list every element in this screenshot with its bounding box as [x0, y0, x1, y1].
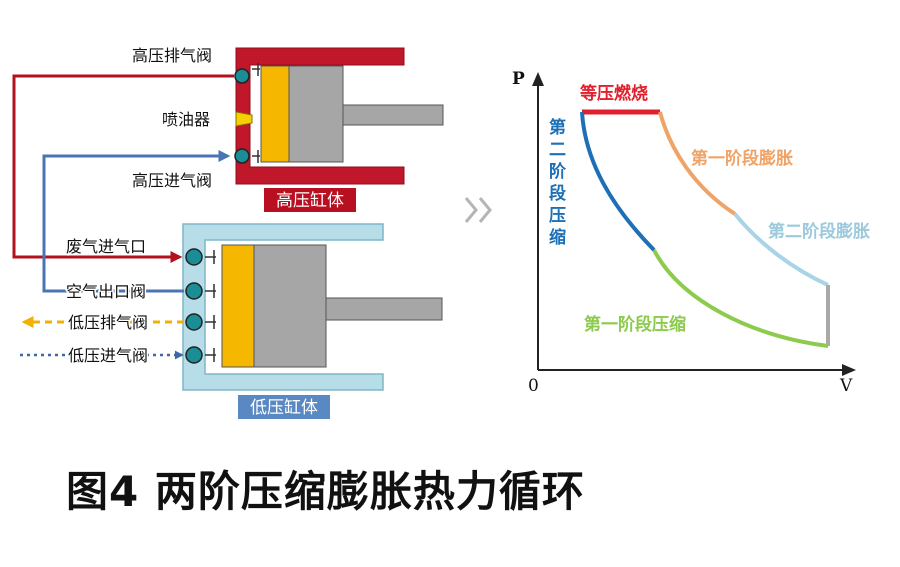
pv-diagram: P V 0 等压燃烧 第一阶段膨胀 第二阶段膨胀 第一阶段压缩 第 二 阶 段 …	[512, 69, 870, 396]
exhaust-gas-inlet-label: 废气进气口	[66, 237, 146, 256]
low-exhaust-valve-icon	[185, 313, 203, 331]
injector-label: 喷油器	[162, 110, 210, 129]
stage1-compression-curve	[652, 249, 829, 348]
high-cylinder-label: 高压缸体	[276, 190, 344, 211]
high-cylinder-wall	[235, 47, 405, 185]
low-cylinder-label: 低压缸体	[250, 397, 318, 418]
stage2-compression-char: 缩	[549, 227, 566, 248]
low-piston-body	[253, 244, 327, 368]
high-piston-body	[288, 65, 344, 163]
stage1-compression-label: 第一阶段压缩	[584, 314, 686, 335]
stage2-compression-char: 第	[549, 117, 566, 138]
stage2-compression-curve	[580, 111, 656, 252]
stage2-expansion-curve	[733, 212, 829, 287]
pv-origin-label: 0	[528, 376, 539, 396]
high-exhaust-valve-label: 高压排气阀	[132, 46, 212, 65]
stage1-expansion-curve	[658, 111, 737, 216]
low-exhaust-valve-label: 低压排气阀	[68, 313, 148, 332]
pv-axis-p-label: P	[512, 69, 525, 89]
stage2-compression-char: 段	[549, 183, 566, 204]
low-intake-valve-label: 低压进气阀	[68, 346, 148, 365]
stage2-compression-char: 压	[549, 206, 566, 226]
low-pressure-cylinder: 低压缸体	[182, 223, 443, 419]
stage1-expansion-label: 第一阶段膨胀	[691, 148, 793, 169]
figure-caption: 图4 两阶压缩膨胀热力循环	[66, 467, 585, 516]
high-piston-rod	[342, 104, 444, 126]
exhaust-gas-inlet-valve-icon	[185, 248, 203, 266]
air-outlet-valve-icon	[185, 282, 203, 300]
low-piston-rod	[325, 297, 443, 321]
high-pressure-cylinder: 高压缸体	[234, 47, 444, 212]
high-exhaust-valve-icon	[234, 68, 250, 84]
stage2-compression-label: 第 二 阶 段 压 缩	[549, 117, 567, 248]
stage2-compression-char: 二	[549, 140, 566, 160]
low-cylinder-label-bg	[238, 395, 330, 419]
high-cylinder-label-bg	[264, 188, 356, 212]
exhaust-transfer-pipe	[12, 74, 234, 263]
pv-axis-v-label: V	[839, 376, 853, 396]
fuel-injector-icon	[235, 111, 253, 127]
low-cylinder-wall	[182, 223, 384, 391]
high-intake-valve-label: 高压进气阀	[132, 171, 212, 190]
air-outlet-valve-label: 空气出口阀	[66, 282, 146, 301]
double-chevron-right-icon	[464, 197, 492, 223]
stage2-expansion-label: 第二阶段膨胀	[768, 221, 870, 242]
stage2-compression-char: 阶	[549, 161, 567, 182]
low-piston-head	[221, 244, 255, 368]
air-transfer-pipe	[42, 150, 231, 293]
high-intake-valve-icon	[234, 148, 250, 164]
low-intake-valve-icon	[185, 346, 203, 364]
high-piston-head	[260, 65, 290, 163]
isobaric-combustion-label: 等压燃烧	[580, 83, 648, 104]
